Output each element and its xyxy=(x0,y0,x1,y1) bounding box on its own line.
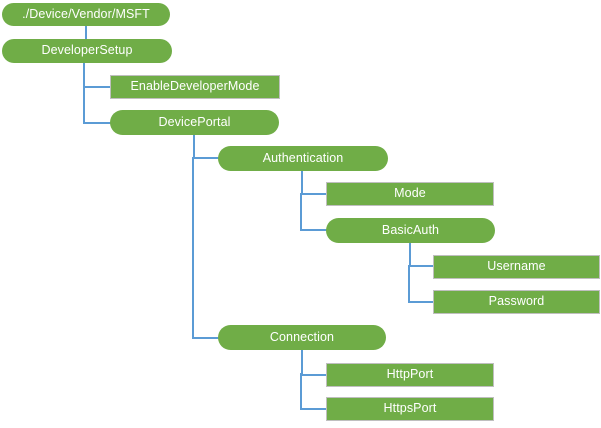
edge-authentication-spine xyxy=(300,193,302,231)
edge-developersetup-to-deviceportal xyxy=(83,122,112,124)
node-basicauth-label: BasicAuth xyxy=(381,222,440,237)
edge-deviceportal-stem xyxy=(193,135,195,159)
edge-connection-to-httpport xyxy=(300,374,328,376)
node-username[interactable]: Username xyxy=(433,255,600,279)
node-enabledevelopermode[interactable]: EnableDeveloperMode xyxy=(110,75,280,99)
node-developersetup-label: DeveloperSetup xyxy=(41,43,133,58)
node-deviceportal-label: DevicePortal xyxy=(158,114,231,129)
node-password-label: Password xyxy=(488,294,545,309)
node-authentication[interactable]: Authentication xyxy=(218,146,388,171)
edge-basicauth-spine xyxy=(408,265,410,303)
edge-basicauth-to-password xyxy=(408,301,435,303)
edge-connection-to-httpsport xyxy=(300,408,328,410)
node-root[interactable]: ./Device/Vendor/MSFT xyxy=(2,3,170,26)
edge-deviceportal-to-authentication xyxy=(192,157,221,159)
edge-connection-spine xyxy=(300,373,302,410)
node-basicauth[interactable]: BasicAuth xyxy=(326,218,495,243)
edge-authentication-to-mode xyxy=(300,193,328,195)
edge-deviceportal-to-connection xyxy=(192,337,221,339)
edge-basicauth-to-username xyxy=(408,265,435,267)
edge-root-to-developersetup xyxy=(85,26,87,39)
node-enabledevelopermode-label: EnableDeveloperMode xyxy=(130,79,260,94)
edge-basicauth-stem xyxy=(409,243,411,267)
node-httpsport-label: HttpsPort xyxy=(383,401,437,416)
node-httpport-label: HttpPort xyxy=(386,367,434,382)
node-httpport[interactable]: HttpPort xyxy=(326,363,494,387)
node-developersetup[interactable]: DeveloperSetup xyxy=(2,39,172,63)
node-root-label: ./Device/Vendor/MSFT xyxy=(22,6,150,21)
node-password[interactable]: Password xyxy=(433,290,600,314)
node-mode-label: Mode xyxy=(394,186,426,201)
edge-developersetup-spine xyxy=(83,63,85,123)
edge-authentication-to-basicauth xyxy=(300,229,328,231)
node-httpsport[interactable]: HttpsPort xyxy=(326,397,494,421)
edge-developersetup-to-enabledevelopermode xyxy=(83,86,111,88)
node-deviceportal[interactable]: DevicePortal xyxy=(110,110,279,135)
edge-connection-stem xyxy=(301,350,303,374)
edge-deviceportal-spine xyxy=(192,157,194,338)
node-username-label: Username xyxy=(487,259,546,274)
node-mode[interactable]: Mode xyxy=(326,182,494,206)
node-authentication-label: Authentication xyxy=(262,150,344,165)
node-connection-label: Connection xyxy=(269,329,335,344)
edge-authentication-stem xyxy=(301,171,303,195)
node-connection[interactable]: Connection xyxy=(218,325,386,350)
